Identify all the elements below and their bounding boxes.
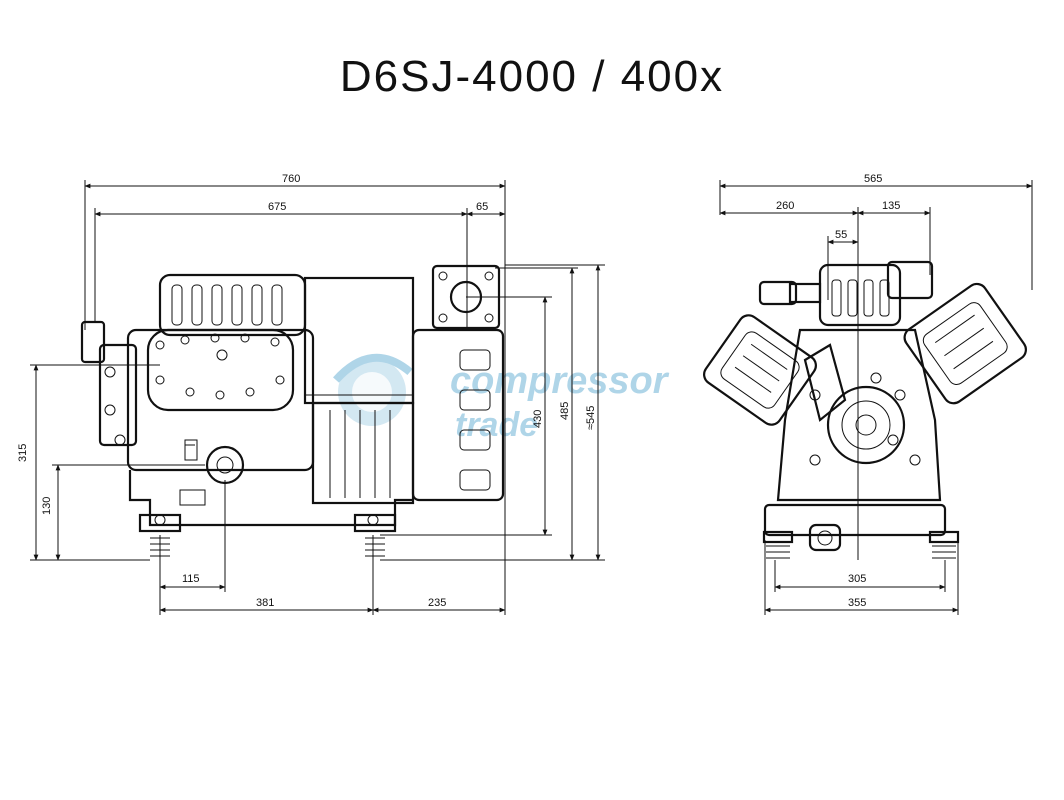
dim-label-55: 55 — [835, 229, 847, 241]
dim-label-381: 381 — [256, 597, 274, 609]
dim-label-260: 260 — [776, 200, 794, 212]
dim-130: 130 — [41, 464, 205, 561]
dim-355: 355 — [764, 597, 959, 613]
dim-label-430: 430 — [532, 410, 544, 428]
dim-485: 485 — [495, 267, 578, 561]
dim-label-355: 355 — [848, 597, 866, 609]
dim-label-130: 130 — [41, 497, 53, 515]
dim-235: 235 — [372, 597, 506, 613]
dim-315: 315 — [17, 364, 160, 561]
drawing-title: D6SJ-4000 / 400x — [339, 52, 725, 101]
watermark-text-trade: trade — [455, 406, 538, 444]
front-view: 565 260 135 55 — [703, 173, 1033, 615]
dim-760: 760 — [84, 173, 506, 615]
dim-label-760: 760 — [282, 173, 300, 185]
dim-675: 675 — [94, 201, 468, 322]
dim-label-565: 565 — [864, 173, 882, 185]
dim-381: 381 — [159, 597, 374, 613]
dim-label-675: 675 — [268, 201, 286, 213]
compressor-body-front — [703, 260, 1027, 559]
dim-565: 565 — [719, 173, 1033, 290]
dim-label-135: 135 — [882, 200, 900, 212]
dim-55: 55 — [827, 229, 859, 300]
front-foot-right — [928, 530, 960, 559]
dim-430: 430 — [466, 296, 552, 536]
watermark: compressor trade — [333, 353, 670, 444]
dim-545: ≈545 — [505, 264, 605, 561]
dim-115: 115 — [159, 573, 226, 590]
dim-label-545: ≈545 — [585, 406, 597, 430]
dim-label-65: 65 — [476, 201, 488, 213]
watermark-logo-icon — [333, 353, 413, 426]
dim-label-305: 305 — [848, 573, 866, 585]
front-foot-left — [762, 530, 794, 559]
dim-label-115: 115 — [182, 573, 200, 585]
foot-right — [353, 513, 397, 557]
dim-305: 305 — [774, 573, 946, 590]
compressor-body-side — [80, 264, 505, 557]
dim-label-315: 315 — [17, 444, 29, 462]
dim-label-485: 485 — [559, 402, 571, 420]
dim-260: 260 — [719, 200, 859, 216]
dim-135: 135 — [857, 200, 931, 275]
dim-label-235: 235 — [428, 597, 446, 609]
dim-65: 65 — [466, 201, 506, 330]
side-view: 760 675 65 — [17, 173, 605, 615]
watermark-text-compressor: compressor — [450, 360, 670, 402]
